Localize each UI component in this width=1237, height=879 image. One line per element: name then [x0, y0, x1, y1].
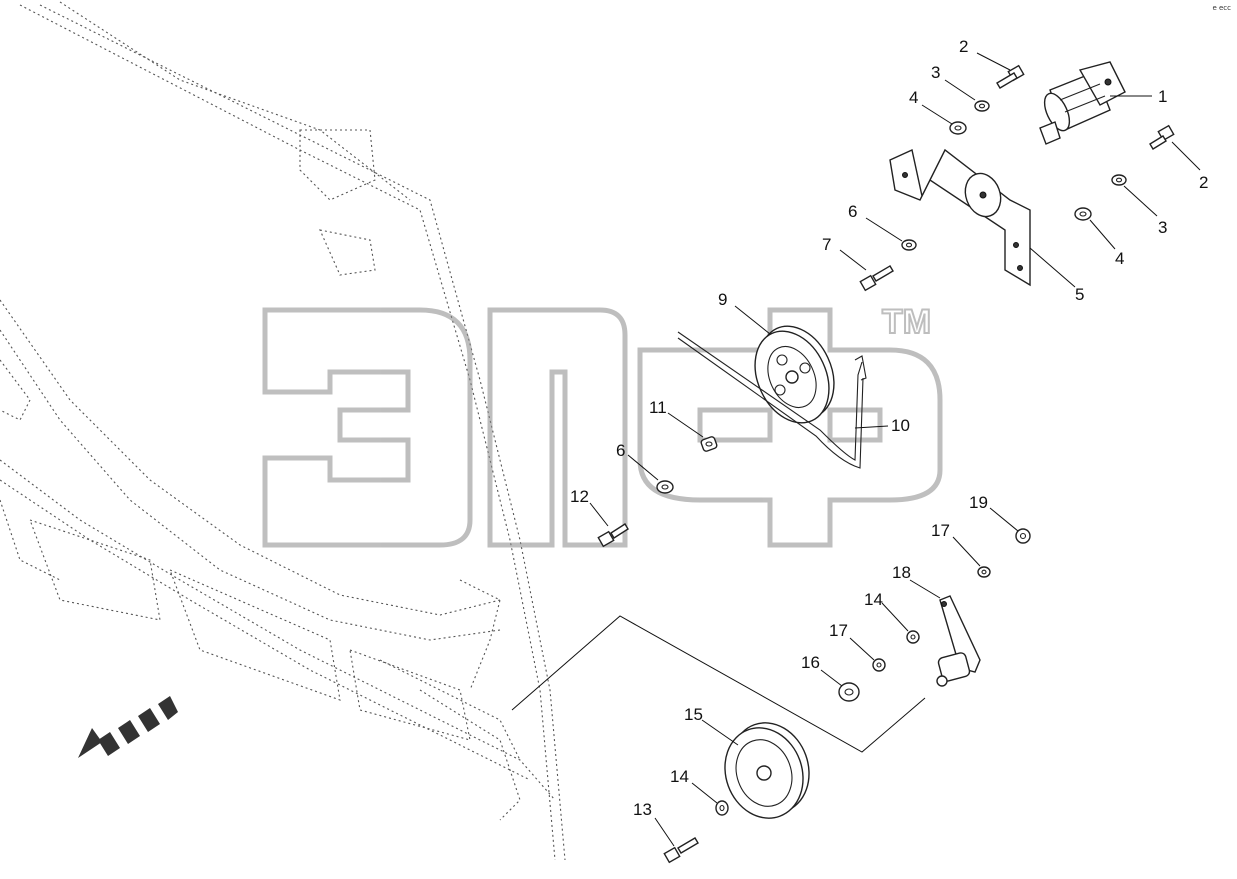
callout-17-upper: 17 — [931, 521, 950, 540]
washer-small-upper — [974, 100, 990, 112]
callout-13: 13 — [633, 800, 652, 819]
direction-arrow — [78, 696, 178, 758]
callout-4-right: 4 — [1115, 249, 1124, 268]
callout-19: 19 — [969, 493, 988, 512]
spacer-16 — [838, 682, 860, 702]
callout-6-upper: 6 — [848, 202, 857, 221]
bolt-right — [1149, 124, 1175, 150]
machine-frame — [0, 1, 566, 861]
nut-14-upper — [906, 630, 920, 644]
washer-upper — [949, 121, 967, 135]
motor — [1039, 61, 1126, 145]
assembly-line — [511, 615, 926, 753]
bolt-13 — [663, 837, 699, 864]
callout-18: 18 — [892, 563, 911, 582]
bolt-upper — [996, 64, 1025, 89]
drive-pulley — [754, 325, 835, 424]
callout-4-upper: 4 — [909, 88, 918, 107]
callout-16: 16 — [801, 653, 820, 672]
washer-small-right — [1111, 174, 1127, 186]
callout-7: 7 — [822, 235, 831, 254]
idler-pulley — [724, 722, 810, 819]
watermark-logo: TM — [262, 302, 943, 548]
leader-lines — [589, 52, 1201, 847]
tensioner-arm — [936, 595, 981, 687]
washer-6-upper — [901, 239, 917, 251]
corner-mark: e ecc — [1212, 4, 1231, 12]
callout-labels: 1 2 2 3 3 4 4 5 6 6 7 9 10 11 12 13 14 1… — [570, 37, 1208, 819]
nut-19 — [1015, 528, 1031, 544]
callout-3-right: 3 — [1158, 218, 1167, 237]
bolt-12 — [597, 523, 629, 548]
washer-6-lower — [656, 480, 674, 494]
spacer-11 — [700, 436, 718, 452]
callout-9: 9 — [718, 290, 727, 309]
bolt-7 — [859, 265, 894, 292]
callout-15: 15 — [684, 705, 703, 724]
watermark-trademark: TM — [882, 303, 931, 341]
callout-1: 1 — [1158, 87, 1167, 106]
callout-14-lower: 14 — [670, 767, 689, 786]
callout-2-right: 2 — [1199, 173, 1208, 192]
washer-17-lower — [872, 658, 886, 672]
callout-6-lower: 6 — [616, 441, 625, 460]
callout-11: 11 — [649, 398, 667, 417]
nut-14-lower — [715, 800, 729, 816]
washer-right — [1074, 207, 1092, 221]
callout-5: 5 — [1075, 285, 1084, 304]
callout-14-upper: 14 — [864, 590, 883, 609]
washer-17-upper — [977, 566, 991, 578]
callout-3-upper: 3 — [931, 63, 940, 82]
callout-10: 10 — [891, 416, 910, 435]
callout-2-upper: 2 — [959, 37, 968, 56]
drive-belt — [677, 331, 867, 469]
callout-12: 12 — [570, 487, 589, 506]
callout-17-lower: 17 — [829, 621, 848, 640]
mounting-bracket — [889, 148, 1031, 287]
